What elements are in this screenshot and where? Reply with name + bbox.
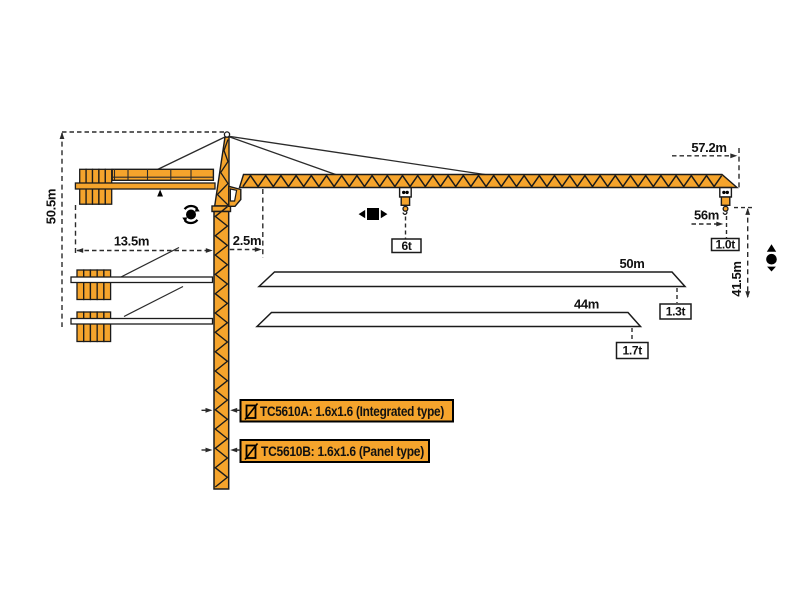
svg-text:6t: 6t xyxy=(401,239,411,253)
svg-text:1.7t: 1.7t xyxy=(623,344,643,358)
svg-text:TC5610A: 1.6x1.6 (Integrated: TC5610A: 1.6x1.6 (Integrated type) xyxy=(260,403,444,419)
svg-text:1.3t: 1.3t xyxy=(666,305,686,319)
svg-text:57.2m: 57.2m xyxy=(691,140,726,155)
svg-text:56m: 56m xyxy=(694,208,719,223)
svg-text:50.5m: 50.5m xyxy=(44,189,59,224)
svg-text:TC5610B: 1.6x1.6 (Panel type: TC5610B: 1.6x1.6 (Panel type) xyxy=(261,443,424,459)
svg-text:13.5m: 13.5m xyxy=(114,234,149,249)
svg-text:41.5m: 41.5m xyxy=(729,261,744,296)
svg-text:2.5m: 2.5m xyxy=(233,233,261,248)
svg-text:1.0t: 1.0t xyxy=(716,238,736,252)
svg-text:50m: 50m xyxy=(619,256,644,271)
svg-text:44m: 44m xyxy=(574,297,599,312)
